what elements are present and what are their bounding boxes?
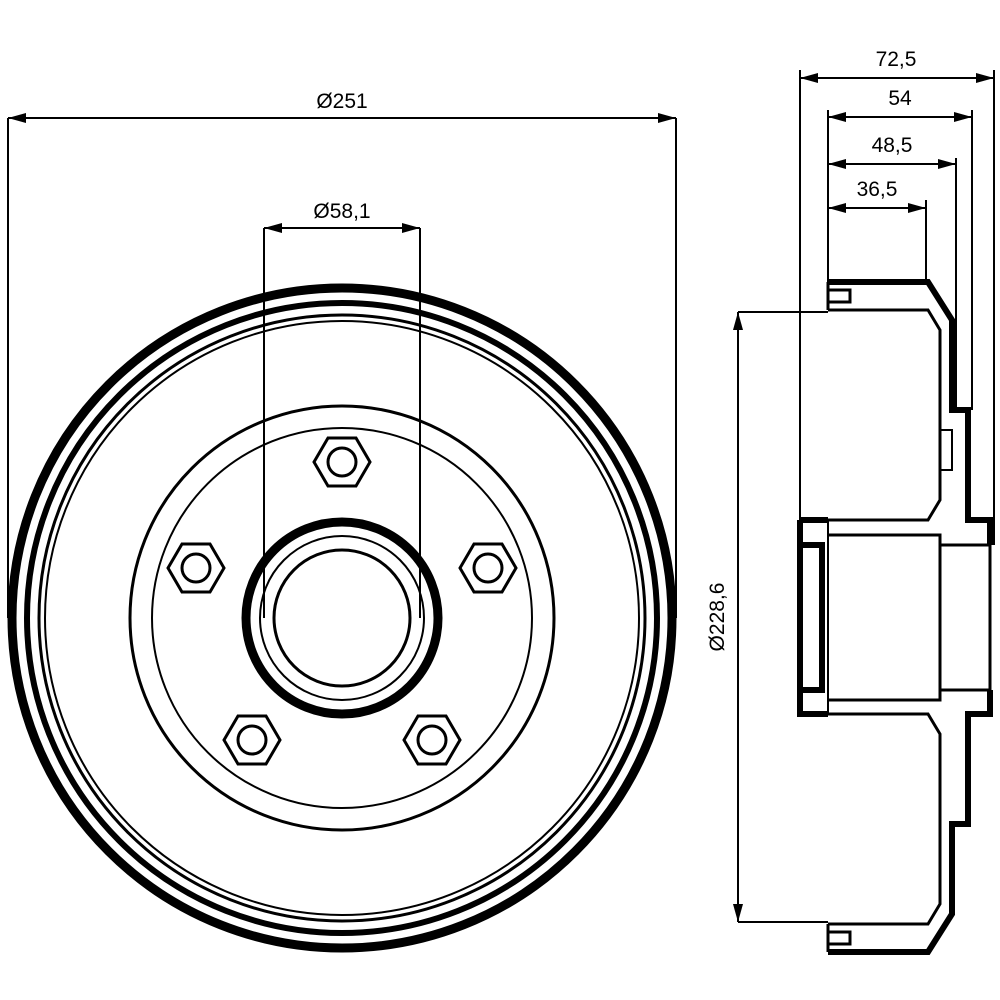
drum-section-top-inner	[828, 308, 942, 522]
dimension-center-bore-label: Ø58,1	[313, 200, 370, 223]
dimension-drum-inner-diameter: Ø228,6	[706, 311, 828, 923]
hub-flange-inner	[151, 427, 533, 809]
dimension-height-36-5-label: 36,5	[857, 178, 898, 201]
drum-section-bottom-inner	[828, 712, 942, 926]
dimension-height-48-5: 48,5	[828, 134, 957, 410]
rim-ring-4	[44, 320, 640, 916]
stud-hole-left	[166, 542, 226, 594]
rim-ring-2	[24, 300, 660, 936]
center-bore-inner	[272, 548, 412, 688]
side-view: Ø228,6 72,5 54 48,5	[706, 48, 995, 955]
drum-lip-notch-top	[826, 282, 852, 310]
dimension-height-48-5-label: 48,5	[872, 134, 913, 157]
hub-bore	[828, 533, 942, 702]
center-bore-outer	[241, 517, 443, 719]
dimension-height-54: 54	[827, 87, 973, 410]
drum-inner-step-top	[940, 429, 953, 471]
dimension-height-36-5: 36,5	[828, 178, 927, 282]
hub-flange-outer	[128, 404, 556, 832]
drum-lip-notch-bottom	[826, 924, 852, 952]
dimension-outer-diameter-label: Ø251	[316, 90, 367, 113]
stud-hole-right	[458, 542, 518, 594]
stud-hole-bottom-left	[222, 714, 282, 766]
hub-right-face	[940, 543, 992, 692]
rim-ring-3	[37, 313, 647, 923]
drum-section-bottom	[828, 690, 993, 955]
dimension-total-height: 72,5	[799, 48, 995, 545]
dimension-total-height-label: 72,5	[876, 48, 917, 71]
dimension-outer-diameter: Ø251	[7, 90, 677, 618]
outer-rim-ring	[7, 283, 677, 953]
dimension-height-54-label: 54	[888, 87, 912, 110]
center-bore-mid	[259, 535, 425, 701]
drum-section-top	[828, 279, 993, 545]
stud-hole-bottom-right	[402, 714, 462, 766]
stud-hole-top	[312, 436, 372, 488]
dimension-drum-inner-diameter-label: Ø228,6	[706, 583, 729, 652]
front-view: Ø251 Ø58,1	[7, 90, 677, 953]
dimension-center-bore: Ø58,1	[263, 200, 421, 618]
hub-section	[797, 517, 828, 717]
